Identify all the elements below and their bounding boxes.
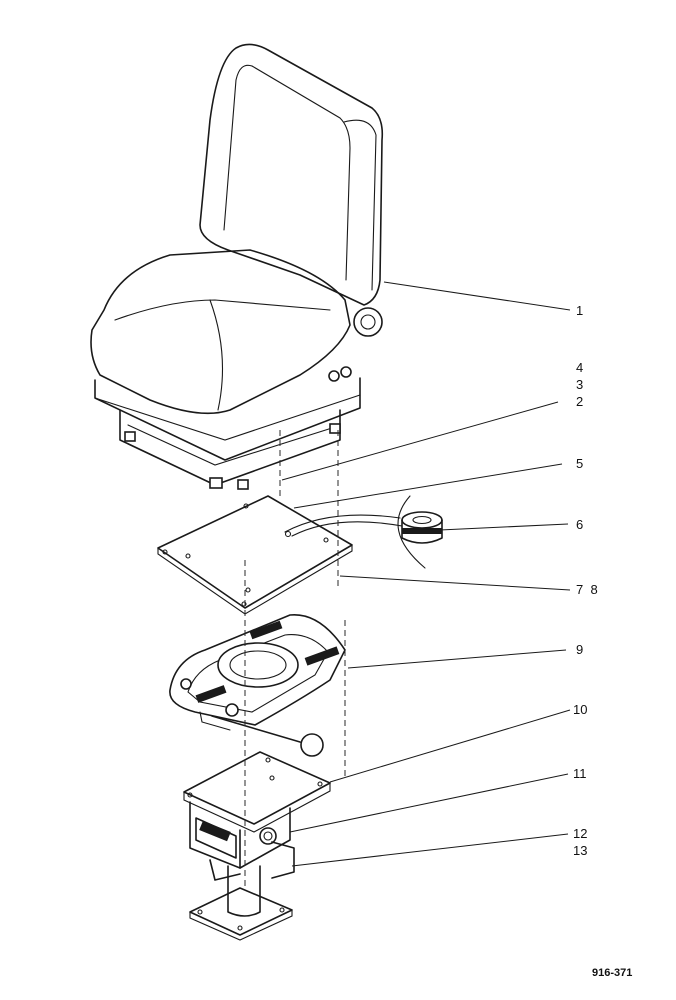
pedestal-top	[183, 751, 331, 869]
callout-10: 10	[573, 702, 587, 717]
callout-4: 4	[576, 360, 583, 375]
callout-13: 13	[573, 843, 587, 858]
mounting-plate	[157, 495, 353, 615]
callout-9: 9	[576, 642, 583, 657]
callout-5: 5	[576, 456, 583, 471]
callout-12: 12	[573, 826, 587, 841]
callout-6: 6	[576, 517, 583, 532]
seat-assembly	[90, 43, 384, 490]
pedestal-column	[189, 841, 295, 941]
figure-code: 916-371	[592, 967, 632, 979]
callout-11: 11	[573, 766, 587, 781]
callout-2: 2	[576, 394, 583, 409]
callout-1: 1	[576, 303, 583, 318]
swivel-unit	[169, 614, 346, 757]
callout-7-8: 7 8	[576, 582, 598, 597]
grommet	[397, 495, 443, 569]
callout-3: 3	[576, 377, 583, 392]
